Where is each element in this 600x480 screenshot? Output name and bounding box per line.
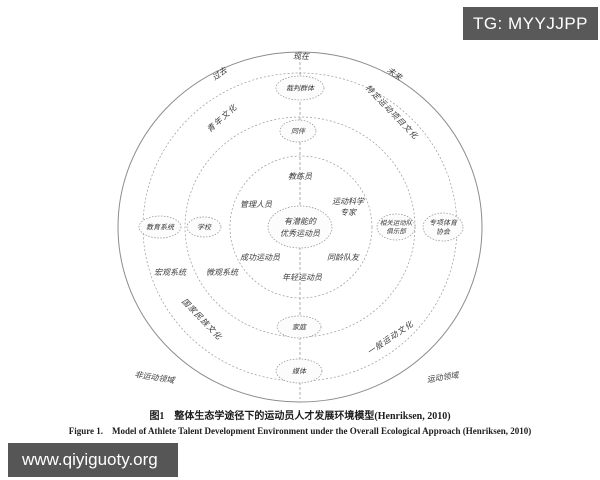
- tg-badge-text: TG: MYYJJPP: [472, 13, 589, 33]
- label-sport-science-2: 专家: [340, 208, 357, 217]
- label-center-athlete-1: 有潜能的: [284, 217, 317, 226]
- caption-en: Figure 1. Model of Athlete Talent Develo…: [68, 426, 532, 436]
- oval-family: [276, 315, 322, 339]
- label-same-age-teammates: 同龄队友: [327, 253, 360, 262]
- label-macro-system: 宏观系统: [154, 268, 187, 277]
- club-circle: [229, 155, 373, 299]
- oval-peers: [279, 119, 317, 143]
- label-peers: 同伴: [291, 128, 306, 136]
- watermark-text: www.qiyiguoty.org: [22, 450, 158, 469]
- oval-center-athlete: [267, 205, 333, 249]
- label-family: 家庭: [292, 324, 307, 332]
- label-sport-science-1: 运动科学: [332, 197, 365, 206]
- label-related-teams-2: 俱乐部: [386, 228, 407, 236]
- label-media: 媒体: [292, 368, 307, 376]
- label-micro-system: 微观系统: [206, 268, 239, 277]
- caption-zh: 图1 整体生态学途径下的运动员人才发展环境模型(Henriksen, 2010): [149, 411, 451, 422]
- oval-related-teams: [376, 213, 416, 241]
- label-sport-association-2: 协会: [436, 228, 451, 236]
- label-non-sport-domain: 非运动领域: [134, 370, 176, 385]
- label-coaches: 教练员: [288, 172, 313, 181]
- label-successful-athletes: 成功运动员: [240, 253, 281, 262]
- watermark-badge: www.qiyiguoty.org: [8, 443, 178, 477]
- oval-referees: [275, 75, 325, 101]
- label-present: 现在: [293, 52, 310, 61]
- oval-sport-association: [422, 212, 464, 242]
- label-referees: 裁判群体: [286, 85, 315, 93]
- label-education-system: 教育系统: [146, 224, 175, 232]
- label-related-teams-1: 相关运动队: [380, 219, 413, 227]
- label-school: 学校: [197, 224, 212, 232]
- oval-school: [186, 216, 222, 238]
- oval-media: [275, 358, 323, 384]
- label-managers: 管理人员: [240, 200, 273, 209]
- tg-badge: TG: MYYJJPP: [463, 7, 598, 40]
- label-center-athlete-2: 优秀运动员: [280, 229, 321, 238]
- label-young-athletes: 年轻运动员: [282, 273, 323, 282]
- label-sport-domain: 运动领域: [426, 370, 460, 384]
- label-sport-association-1: 专项体育: [429, 219, 458, 227]
- oval-education-system: [138, 215, 182, 239]
